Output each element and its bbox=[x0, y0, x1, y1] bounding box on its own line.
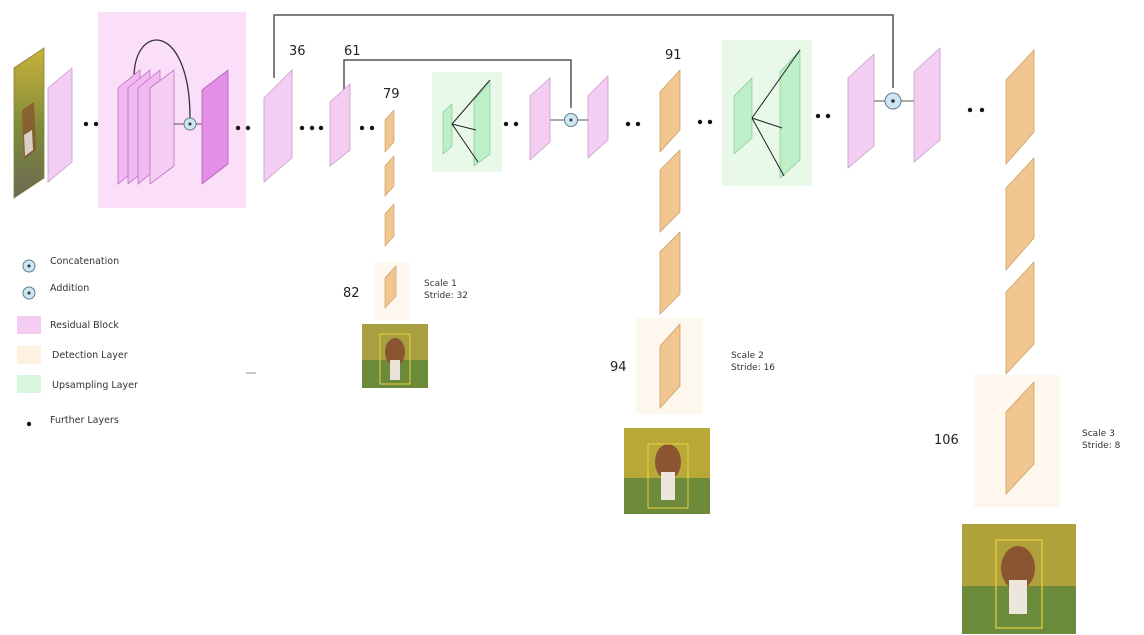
upsampling-layer-2 bbox=[733, 49, 801, 179]
legend-residual-block-label: Residual Block bbox=[50, 320, 119, 331]
layer-106 bbox=[1005, 381, 1035, 495]
legend-upsampling-layer-label: Upsampling Layer bbox=[52, 380, 138, 391]
layer-94 bbox=[659, 323, 681, 409]
residual-layer-1 bbox=[47, 67, 73, 183]
scale-1-name: Scale 1 bbox=[424, 279, 457, 289]
further-layers-dots-6 bbox=[625, 121, 641, 127]
detection-stack-scale-3 bbox=[1005, 49, 1035, 495]
residual-layer-concat-2-input bbox=[847, 53, 875, 169]
further-layers-dots-5 bbox=[503, 121, 519, 127]
residual-block-stack bbox=[117, 69, 229, 185]
scale-2-label: Scale 2 Stride: 16 bbox=[731, 350, 775, 374]
further-layers-dots-9 bbox=[967, 107, 985, 113]
residual-layer-concat-2-output bbox=[913, 47, 941, 163]
further-layers-dots-3 bbox=[299, 125, 324, 131]
scale-3-name: Scale 3 bbox=[1082, 429, 1115, 439]
scale-2-name: Scale 2 bbox=[731, 351, 764, 361]
detection-stack-scale-1 bbox=[384, 109, 397, 309]
further-layers-dots-7 bbox=[697, 119, 713, 125]
further-layers-dots-4 bbox=[359, 125, 375, 131]
further-layers-dots-1 bbox=[83, 121, 99, 127]
residual-layer-concat-1-input bbox=[529, 77, 551, 161]
further-layers-dots-8 bbox=[815, 113, 831, 119]
scale-3-stride: Stride: 8 bbox=[1082, 441, 1121, 451]
legend-addition-label: Addition bbox=[50, 283, 90, 294]
layer-label-36: 36 bbox=[289, 44, 306, 59]
scale-3-label: Scale 3 Stride: 8 bbox=[1082, 428, 1120, 452]
scale1-output-image bbox=[362, 324, 428, 388]
layer-label-61: 61 bbox=[344, 44, 361, 59]
scale3-output-image bbox=[962, 524, 1076, 634]
legend-concatenation-label: Concatenation bbox=[50, 256, 120, 267]
detection-stack-scale-2 bbox=[659, 69, 681, 409]
scale-1-stride: Stride: 32 bbox=[424, 291, 469, 301]
residual-layer-concat-1-output bbox=[587, 75, 609, 159]
residual-block-swatch bbox=[17, 316, 41, 334]
layer-label-91: 91 bbox=[665, 48, 682, 63]
layer-82 bbox=[384, 265, 397, 309]
upsampling-layer-swatch bbox=[17, 375, 41, 393]
legend-further-layers-label: Further Layers bbox=[50, 415, 119, 426]
layer-61 bbox=[329, 83, 351, 167]
upsampling-region-1 bbox=[432, 72, 502, 172]
scale-2-stride: Stride: 16 bbox=[731, 363, 776, 373]
input-image bbox=[13, 47, 45, 199]
scale2-output-image bbox=[624, 428, 710, 514]
further-layers-dot bbox=[26, 421, 32, 427]
layer-36 bbox=[263, 69, 293, 183]
layer-91 bbox=[659, 69, 681, 153]
legend-detection-layer-label: Detection Layer bbox=[52, 350, 128, 361]
layer-label-106: 106 bbox=[934, 433, 959, 448]
route-connector-36 bbox=[273, 14, 894, 88]
legend bbox=[17, 259, 41, 427]
scale-1-label: Scale 1 Stride: 32 bbox=[424, 278, 468, 302]
layer-label-82: 82 bbox=[343, 286, 360, 301]
layer-label-79: 79 bbox=[383, 87, 400, 102]
upsampling-layer-1 bbox=[442, 79, 491, 167]
residual-skip-arc bbox=[133, 39, 191, 119]
further-layers-dots-2 bbox=[235, 125, 251, 131]
layer-label-94: 94 bbox=[610, 360, 627, 375]
detection-layer-swatch bbox=[17, 346, 41, 364]
route-connector-61 bbox=[343, 59, 572, 108]
